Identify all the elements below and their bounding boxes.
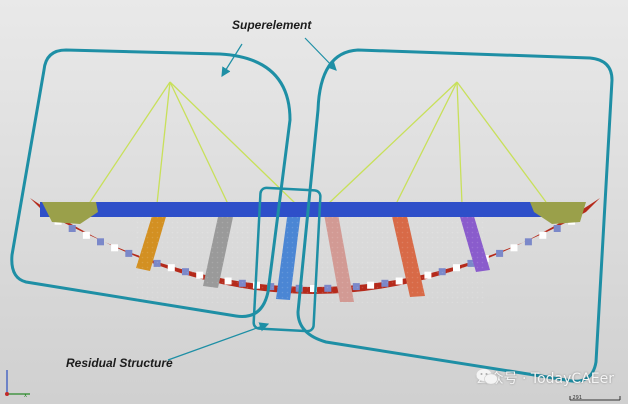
arch-block: [524, 238, 532, 246]
arch-block: [68, 225, 76, 232]
cable-stays: [89, 81, 547, 205]
superelement-label: Superelement: [232, 18, 312, 32]
anchor-plate-right: [530, 202, 586, 224]
callout-arrows: [167, 37, 337, 361]
superelement-arrow-left: [221, 43, 243, 78]
frames: [10, 48, 614, 383]
residual-structure-frame: [252, 186, 322, 333]
cable-left-2: [156, 81, 171, 205]
deck-beam: [40, 202, 580, 217]
arch-block: [82, 231, 90, 239]
arch-block: [539, 231, 547, 239]
axis-x-label: x: [24, 393, 27, 399]
residual-arrow: [167, 322, 270, 361]
wechat-icon: [476, 369, 498, 385]
cable-right-1: [327, 81, 458, 205]
arch-block: [125, 249, 133, 257]
residual-structure-label: Residual Structure: [66, 356, 173, 370]
cable-right-4: [456, 81, 547, 203]
superelement-frame-left: [10, 48, 292, 318]
arch-block: [553, 225, 561, 232]
arch-block: [111, 244, 119, 252]
cable-right-3: [456, 81, 463, 205]
arch-block: [496, 249, 504, 257]
cable-left-3: [169, 81, 229, 205]
cable-left-4: [169, 81, 297, 205]
cable-left-1: [89, 81, 171, 203]
anchor-plate-left: [42, 202, 98, 224]
scale-label: 291: [572, 395, 582, 401]
watermark-text: 公众号 · TodayCAEer: [475, 371, 614, 387]
superelement-arrow-right: [304, 37, 337, 71]
scale-bar: [569, 396, 621, 401]
superelement-frame-right: [296, 48, 614, 383]
arch-block: [510, 244, 518, 252]
axis-triad-icon: [5, 370, 30, 396]
arch-block: [97, 238, 104, 246]
hanger-node-texture: [136, 203, 486, 303]
cable-right-2: [395, 81, 458, 205]
watermark: 公众号 · TodayCAEer: [476, 368, 614, 388]
hangers: [136, 203, 490, 303]
